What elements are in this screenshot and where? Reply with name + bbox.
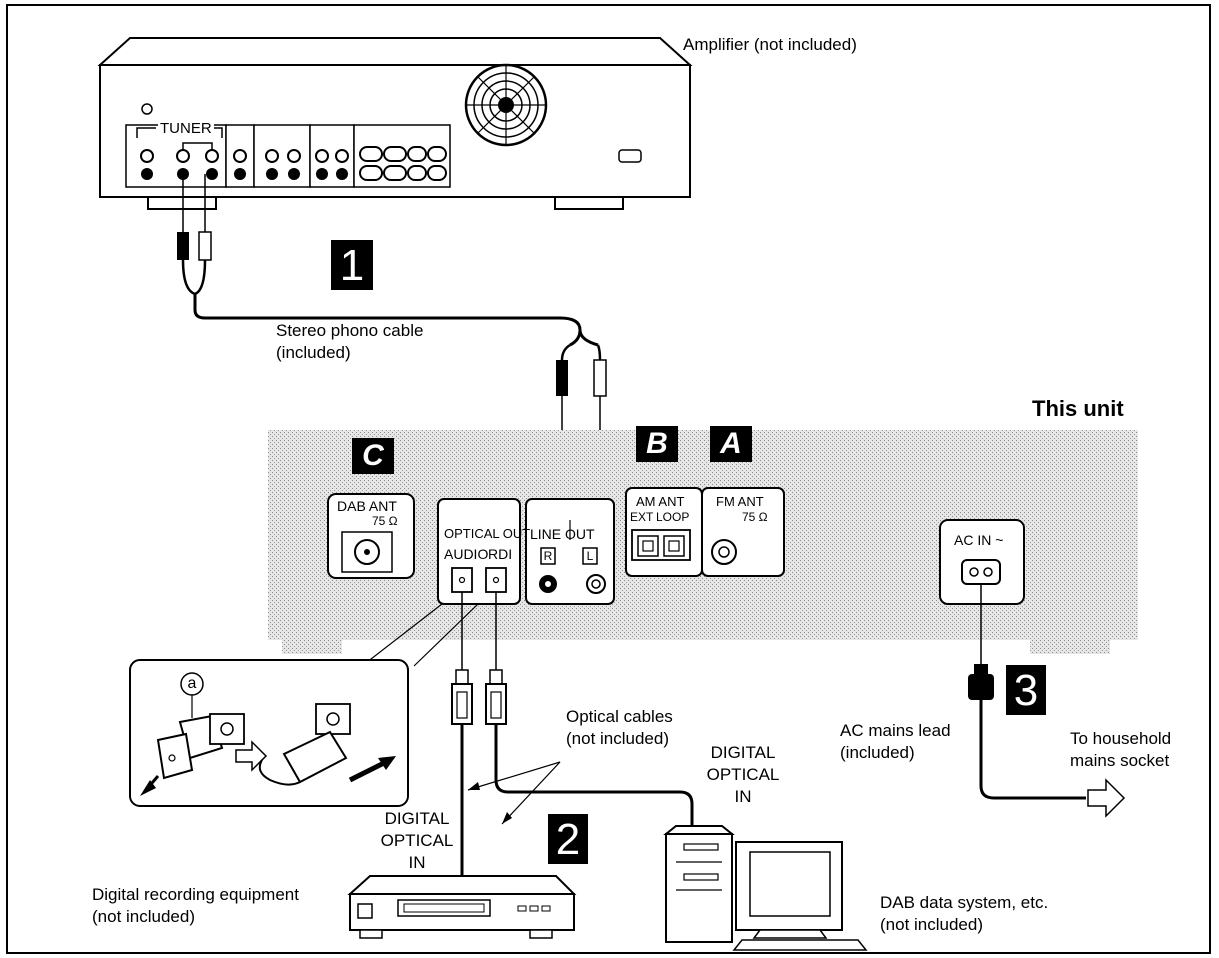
computer-device (663, 825, 868, 951)
dab-ohm-label: 75 Ω (372, 514, 398, 528)
amplifier-label: Amplifier (not included) (683, 35, 857, 54)
fm-ant-label: FM ANT (716, 494, 764, 509)
line-out-r-label: R (543, 549, 553, 563)
this-unit-label: This unit (1032, 396, 1124, 421)
fm-ohm-label: 75 Ω (742, 510, 768, 524)
step-3-number: 3 (1013, 666, 1039, 715)
badge-a: A (720, 427, 742, 460)
this-unit-device (268, 430, 1138, 654)
optical-cables-not-included: (not included) (566, 729, 670, 748)
stereo-phono-cable (177, 174, 607, 580)
ac-mains-lead (968, 584, 1126, 818)
fan-grille-icon (464, 63, 548, 147)
recorder-label: Digital recording equipment (92, 885, 299, 904)
stereo-cable-label: Stereo phono cable (276, 321, 424, 340)
digital-in-left-line1: DIGITAL (384, 809, 450, 828)
diagram-frame (6, 4, 1211, 954)
household-label-line2: mains socket (1070, 751, 1170, 770)
ac-mains-lead-included: (included) (840, 743, 915, 762)
digital-recorder-device (347, 875, 577, 939)
dab-ant-label: DAB ANT (337, 498, 397, 514)
tuner-label: TUNER (158, 118, 214, 140)
digital-in-right-line2: OPTICAL (706, 765, 780, 784)
rdi-label: RDI (488, 546, 513, 562)
am-loop-label: LOOP (656, 510, 690, 524)
badge-c: C (362, 439, 384, 472)
badges (331, 240, 1046, 864)
digital-in-left-line3: IN (408, 853, 426, 872)
badge-b: B (646, 427, 668, 460)
household-label-line1: To household (1070, 729, 1172, 748)
dab-system-not-included: (not included) (880, 915, 984, 934)
inset-marker-a: a (187, 675, 197, 692)
step-1-number: 1 (339, 241, 365, 290)
optical-connector-inset (129, 603, 479, 807)
ac-mains-lead-label: AC mains lead (840, 721, 951, 740)
am-ext-label: EXT (630, 510, 654, 524)
digital-in-right-line3: IN (734, 787, 752, 806)
am-ant-label: AM ANT (636, 494, 685, 509)
optical-cables-label: Optical cables (566, 707, 673, 726)
ac-in-label: AC IN ~ (954, 532, 1004, 548)
line-out-l-label: L (586, 549, 594, 563)
stereo-cable-included: (included) (276, 343, 351, 362)
optical-cables (451, 592, 694, 876)
digital-in-right-line1: DIGITAL (710, 743, 776, 762)
recorder-not-included: (not included) (92, 907, 196, 926)
line-out-label: LINE OUT (530, 526, 595, 542)
digital-in-left-line2: OPTICAL (380, 831, 454, 850)
step-2-number: 2 (555, 815, 581, 864)
audio-label: AUDIO (444, 546, 489, 562)
optical-out-label: OPTICAL OUT (444, 526, 531, 541)
dab-system-label: DAB data system, etc. (880, 893, 1049, 912)
